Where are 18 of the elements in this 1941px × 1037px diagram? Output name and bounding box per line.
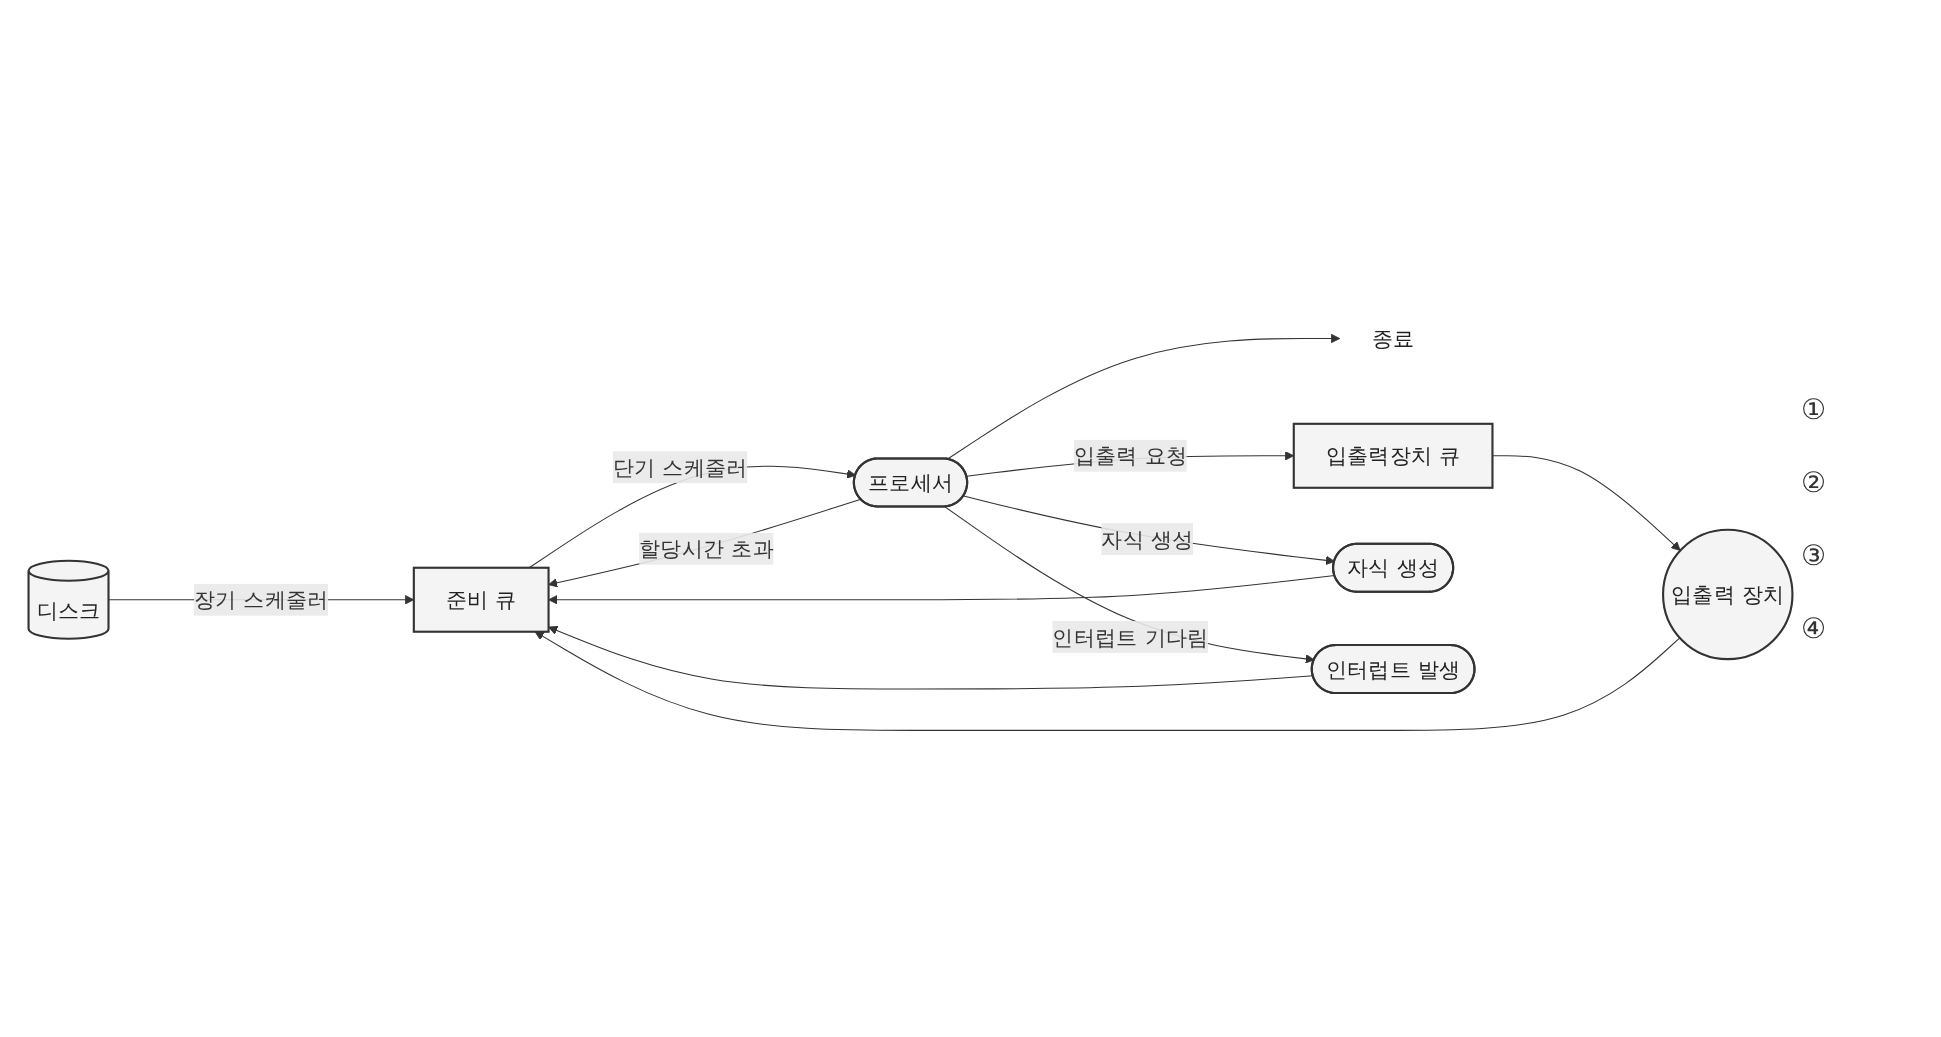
edge-label: 단기 스케줄러 [612, 454, 748, 481]
edge-label: 할당시간 초과 [639, 535, 774, 562]
edge-label: 인터럽트 기다림 [1052, 624, 1209, 650]
edge-label: 입출력 요청 [1073, 443, 1188, 469]
callout-number: ④ [1801, 611, 1828, 645]
edge-label: 장기 스케줄러 [193, 587, 329, 613]
node-box: 입출력장치 큐 [1292, 422, 1494, 489]
node-circle: 입출력 장치 [1662, 528, 1794, 661]
arrow [548, 498, 862, 588]
node-box: 준비 큐 [412, 566, 550, 633]
callout-number: ② [1801, 465, 1828, 499]
arrow [534, 631, 1681, 731]
callout-number: ③ [1801, 538, 1828, 572]
arrow [946, 333, 1341, 460]
node-text: 종료 [1371, 325, 1415, 352]
edge-label: 자식 생성 [1101, 526, 1194, 552]
callout-number: ① [1801, 392, 1828, 426]
arrow [944, 506, 1315, 664]
